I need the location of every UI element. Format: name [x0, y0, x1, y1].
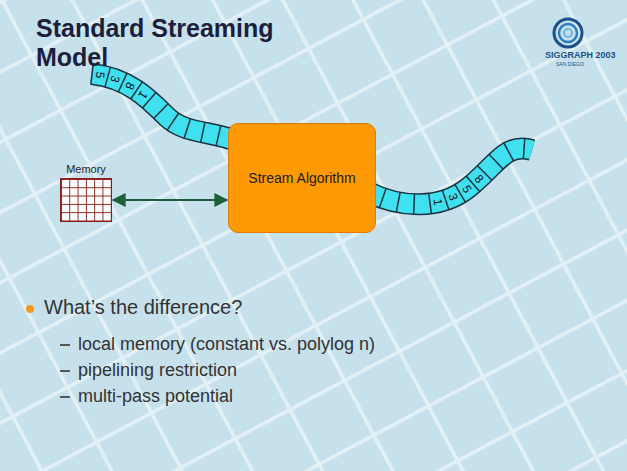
box-label: Stream Algorithm: [248, 170, 355, 186]
siggraph-logo: [554, 19, 582, 47]
tape-outline: [368, 148, 532, 204]
tape-cell-divider: [167, 113, 179, 130]
tape-cell-divider: [413, 194, 415, 215]
tape-value: 1: [432, 198, 445, 206]
bullet-markers: [26, 305, 70, 397]
memory-label: Memory: [66, 163, 106, 175]
sub-bullet-text: local memory (constant vs. polylog n): [78, 334, 375, 355]
tape-cell-divider: [216, 125, 221, 145]
tape-cell-divider: [379, 188, 386, 208]
tape-cell-divider: [184, 118, 190, 138]
tape-cell-divider: [523, 138, 524, 159]
tape-body: [368, 148, 532, 204]
tape-cell-divider: [504, 143, 514, 161]
tape-cell-divider: [154, 104, 169, 119]
process-box: Stream Algorithm: [228, 123, 376, 233]
memory-grid: Memory: [60, 178, 112, 222]
tape-outline: [92, 74, 240, 142]
logo-subtext: SAN DIEGO: [556, 61, 584, 67]
tape-value: 5: [94, 71, 107, 79]
tape-body: [92, 74, 240, 142]
sub-bullet-text: pipelining restriction: [78, 360, 237, 381]
slide-title: Standard Streaming Model: [36, 14, 306, 72]
bullet-text: What’s the difference?: [44, 296, 242, 319]
double-arrow: [113, 199, 227, 201]
tape-cell-divider: [489, 154, 503, 169]
tape-cell-divider: [201, 122, 205, 143]
tape-cell-divider: [396, 192, 400, 213]
sub-bullet-text: multi-pass potential: [78, 386, 233, 407]
tape-cell-divider: [429, 193, 432, 214]
logo-text: SIGGRAPH 2003: [545, 50, 616, 60]
